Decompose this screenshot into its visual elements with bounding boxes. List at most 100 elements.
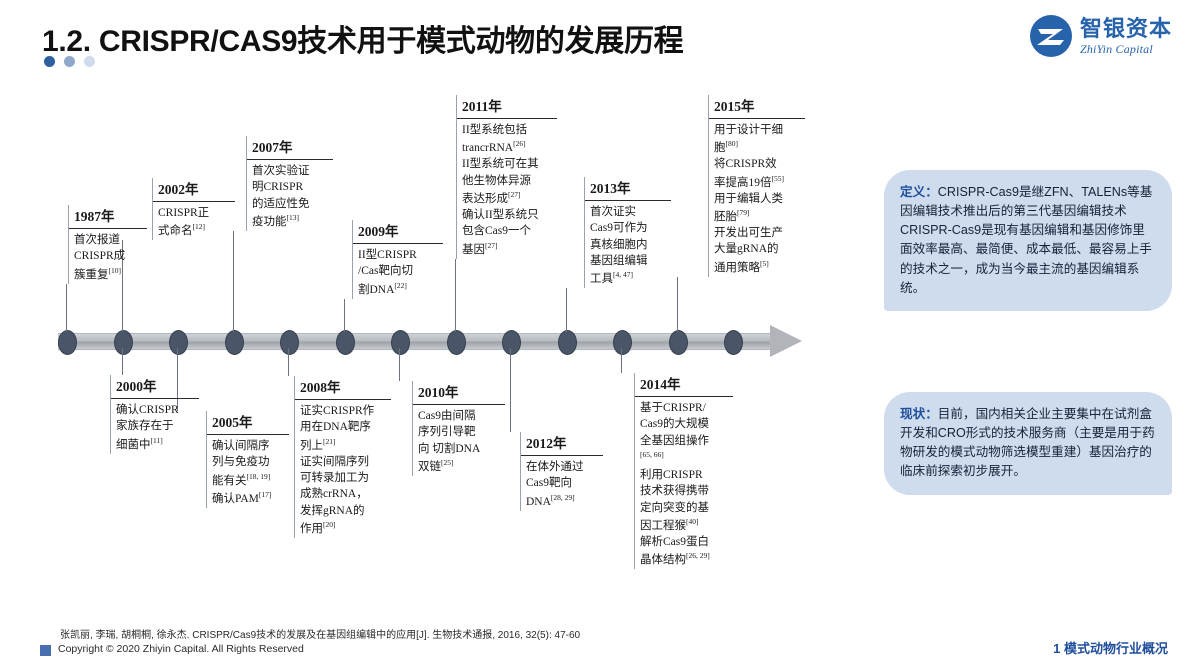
timeline-stem (510, 348, 511, 432)
timeline-event-line: 基于CRISPR/ (640, 402, 706, 414)
timeline-event-body: 用于设计干细胞[80]将CRISPR效率提高19倍[55]用于编辑人类胚胎[79… (709, 118, 805, 276)
timeline-event-line: 基因[27] (462, 240, 498, 256)
timeline-event-line: 利用CRISPR (640, 468, 703, 481)
timeline-node (58, 330, 77, 355)
timeline-event-line: II型系统包括 (462, 124, 528, 136)
timeline-stem (288, 348, 289, 376)
timeline-event-body: 证实CRISPR作用在DNA靶序列上[21]证实间隔序列可转录加工为成熟crRN… (295, 399, 391, 537)
timeline-event-line: 成熟crRNA， (300, 488, 368, 501)
timeline-event-line: 确认间隔序 (212, 440, 270, 452)
timeline-event-year: 2012年 (526, 436, 567, 451)
timeline-event-year: 2005年 (212, 415, 253, 430)
timeline-event-year: 2009年 (358, 224, 399, 239)
timeline-event-line: DNA[28, 29] (526, 492, 575, 508)
timeline-event-body: 确认间隔序列与免疫功能有关[18, 19]确认PAM[17] (207, 434, 289, 507)
timeline-event-line: 能有关[18, 19] (212, 471, 271, 487)
timeline-node (224, 330, 244, 355)
timeline-event-line: 证实CRISPR作 (300, 405, 375, 417)
timeline-event-year: 2008年 (300, 380, 341, 395)
timeline-event-line: [65, 66] (640, 449, 664, 459)
timeline-event-year: 1987年 (74, 209, 115, 224)
timeline-event-line: 序列引导靶 (418, 426, 476, 439)
dot-3-icon (84, 56, 95, 67)
timeline-stem (232, 231, 234, 332)
timeline-event-line: 技术获得携带 (640, 485, 709, 498)
timeline-node (668, 330, 688, 355)
footer-square-icon (40, 645, 51, 656)
footer-section-label: 1 模式动物行业概况 (1053, 641, 1168, 656)
timeline-node (169, 330, 188, 355)
timeline-event-line: 的适应性免 (252, 197, 310, 210)
timeline-event-line: 发挥gRNA的 (300, 504, 365, 517)
company-logo: 智银资本 ZhiYin Capital (1029, 14, 1172, 58)
timeline-event-line: 簇重复[10] (74, 265, 121, 281)
timeline-event-line: /Cas靶向切 (358, 265, 413, 278)
timeline-event-line: 晶体结构[26, 29] (640, 551, 710, 567)
timeline-event-line: 包含Cas9一个 (462, 225, 531, 238)
dot-2-icon (64, 56, 75, 67)
timeline-node (502, 330, 521, 355)
timeline-event-line: 将CRISPR效 (714, 158, 777, 171)
timeline-event-line: 证实间隔序列 (300, 455, 369, 468)
timeline-event-body: 在体外通过 Cas9靶向 DNA[28, 29] (521, 455, 603, 510)
timeline-stem (454, 259, 456, 332)
timeline-event-line: 表达形成[27] (462, 189, 521, 205)
timeline-stem (66, 284, 67, 332)
circle-z-logo-icon (1029, 14, 1073, 58)
timeline-node (446, 330, 466, 355)
timeline-event-line: 在体外通过 (526, 461, 584, 473)
timeline-event: 2008年证实CRISPR作用在DNA靶序列上[21]证实间隔序列可转录加工为成… (294, 376, 391, 538)
timeline-event-line: 列与免疫功 (212, 456, 270, 469)
timeline-event-line: Cas9靶向 (526, 477, 572, 490)
timeline-event-line: 他生物体异源 (462, 174, 531, 187)
timeline-node (613, 330, 632, 355)
timeline-event-year: 2011年 (462, 99, 502, 114)
timeline-event-line: CRISPR正 (158, 207, 210, 219)
timeline-event-year: 2015年 (714, 99, 755, 114)
timeline-event-year: 2010年 (418, 385, 459, 400)
timeline-event: 2005年确认间隔序列与免疫功能有关[18, 19]确认PAM[17] (206, 411, 289, 508)
timeline-node (557, 330, 577, 355)
timeline-event-year: 2007年 (252, 140, 293, 155)
logo-name-cn: 智银资本 (1079, 15, 1172, 41)
timeline-event-line: II型系统可在其 (462, 158, 539, 171)
timeline-event-line: 明CRISPR (252, 181, 304, 194)
timeline-event-line: 作用[20] (300, 519, 336, 535)
timeline-event-year: 2013年 (590, 181, 631, 196)
timeline-event-body: II型CRISPR/Cas靶向切割DNA[22] (353, 243, 443, 298)
timeline-node (280, 330, 299, 355)
timeline-event-line: II型CRISPR (358, 249, 417, 261)
timeline-event-line: 首次证实 (590, 206, 636, 218)
timeline-event-line: 开发出可生产 (714, 227, 783, 240)
timeline-stem (121, 348, 123, 375)
timeline-event-line: 割DNA[22] (358, 280, 407, 296)
timeline-stem (343, 299, 345, 332)
timeline-event-line: 基因组编辑 (590, 254, 648, 267)
page-title: 1.2. CRISPR/CAS9技术用于模式动物的发展历程 (42, 25, 684, 58)
callout-status-label: 现状： (900, 407, 938, 421)
timeline-event-line: 可转录加工为 (300, 471, 369, 484)
timeline-node (335, 330, 355, 355)
timeline-stem (676, 277, 678, 332)
timeline-stem (177, 348, 178, 411)
footer-source: 张凯丽, 李瑞, 胡桐桐, 徐永杰. CRISPR/Cas9技术的发展及在基因组… (60, 630, 581, 641)
timeline-event-line: 因工程猴[40] (640, 516, 699, 532)
timeline-event-line: 率提高19倍[55] (714, 173, 784, 189)
timeline-event-line: 细菌中[11] (116, 435, 163, 451)
timeline-bar (58, 333, 775, 350)
timeline-event-line: 定向突变的基 (640, 501, 709, 514)
timeline-node (113, 330, 133, 355)
timeline-event-line: 全基因组操作 (640, 434, 709, 447)
timeline-event-line: 确认II型系统只 (462, 209, 539, 222)
